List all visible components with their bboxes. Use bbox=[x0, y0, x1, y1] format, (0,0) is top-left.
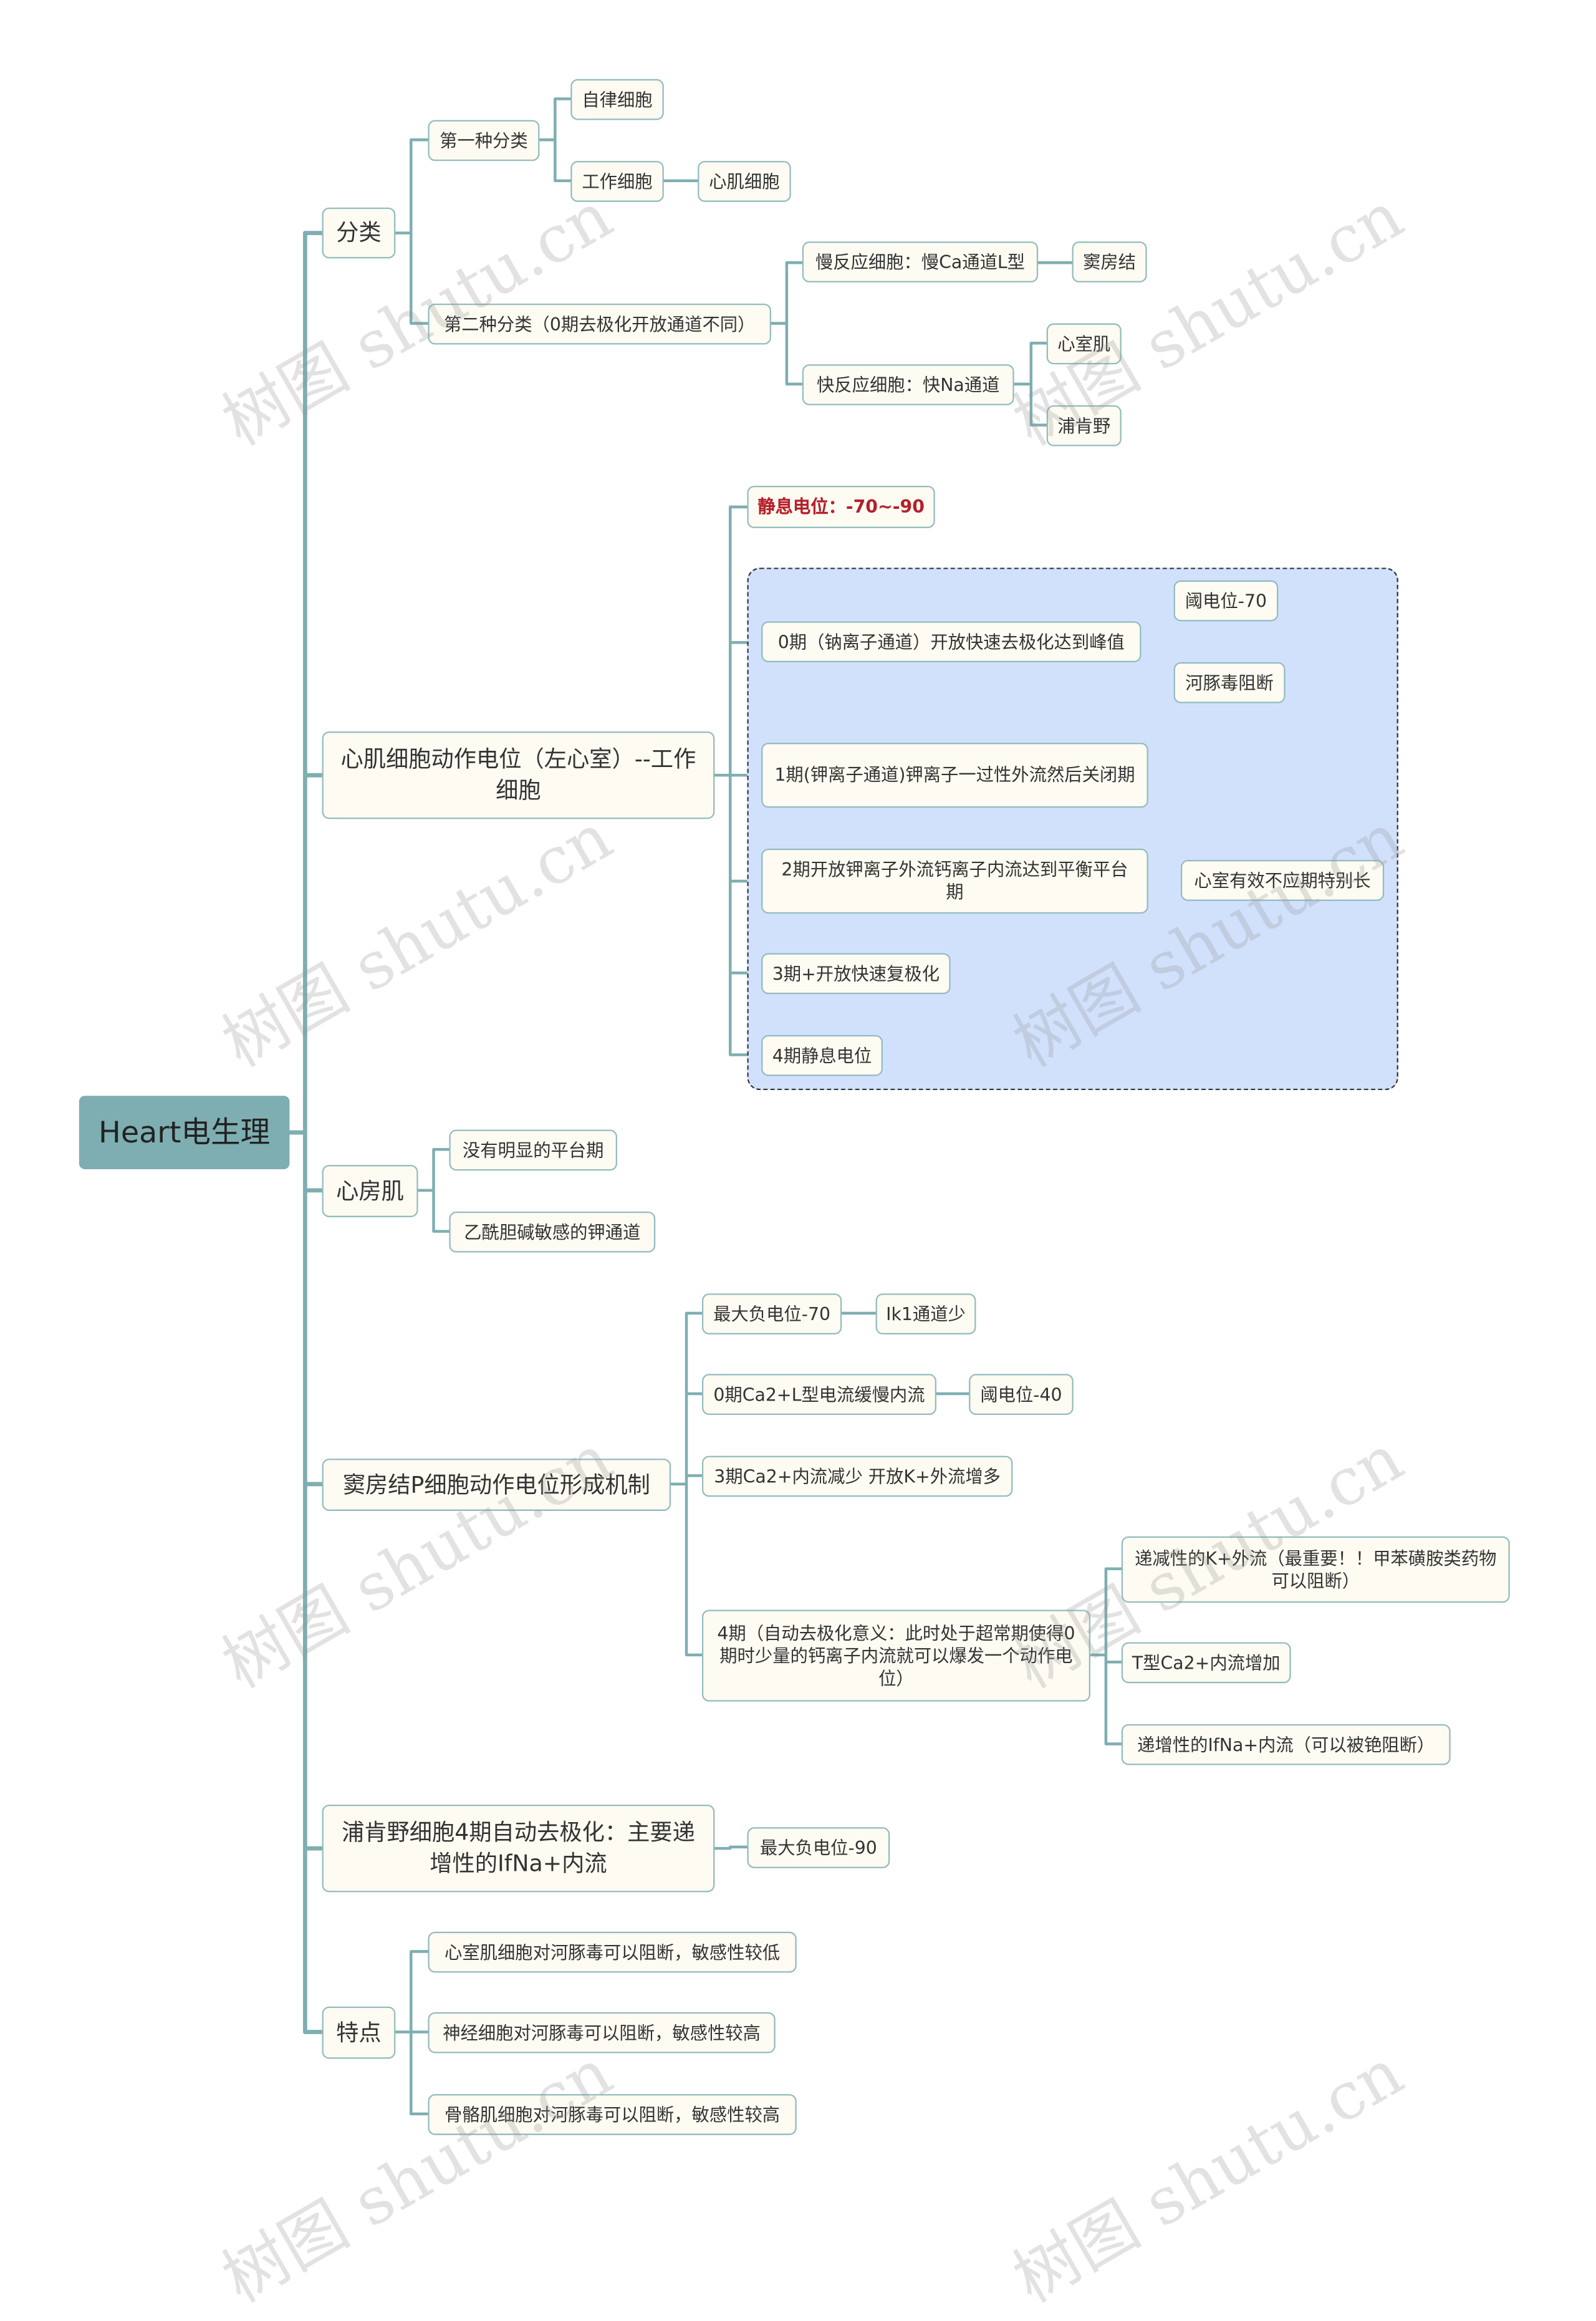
node-no-plateau[interactable]: 没有明显的平台期 bbox=[449, 1129, 618, 1171]
node-phase-3[interactable]: 3期+开放快速复极化 bbox=[761, 953, 951, 995]
connector-line bbox=[394, 138, 430, 325]
node-phase0-ca-influx[interactable]: 0期Ca2+L型电流缓慢内流 bbox=[701, 1374, 937, 1415]
connector-line bbox=[769, 261, 804, 386]
node-sinoatrial-node[interactable]: 窦房结 bbox=[1072, 241, 1147, 282]
node-threshold-70[interactable]: 阈电位-70 bbox=[1173, 580, 1279, 622]
node-ach-potassium-channel[interactable]: 乙酰胆碱敏感的钾通道 bbox=[449, 1211, 656, 1253]
node-increasing-if-na[interactable]: 递增性的IfNa+内流（可以被铯阻断） bbox=[1121, 1724, 1451, 1765]
connector-line bbox=[1089, 1567, 1123, 1745]
node-working-cell[interactable]: 工作细胞 bbox=[570, 161, 664, 202]
node-t-type-ca[interactable]: T型Ca2+内流增加 bbox=[1121, 1642, 1291, 1684]
node-classification[interactable]: 分类 bbox=[322, 207, 396, 259]
connector-line bbox=[713, 1845, 749, 1850]
node-action-potential[interactable]: 心肌细胞动作电位（左心室）--工作细胞 bbox=[322, 731, 715, 819]
node-autorhythmic-cell[interactable]: 自律细胞 bbox=[570, 79, 664, 120]
node-ventricular-ttx[interactable]: 心室肌细胞对河豚毒可以阻断，敏感性较低 bbox=[428, 1931, 797, 1973]
node-phase4-automaticity[interactable]: 4期（自动去极化意义：此时处于超常期使得0期时少量的钙离子内流就可以爆发一个动作… bbox=[701, 1609, 1090, 1702]
node-max-negative-90[interactable]: 最大负电位-90 bbox=[747, 1827, 890, 1868]
node-resting-potential[interactable]: 静息电位：-70~-90 bbox=[747, 485, 935, 528]
node-myocardial-cell[interactable]: 心肌细胞 bbox=[698, 161, 791, 202]
node-phase-4[interactable]: 4期静息电位 bbox=[761, 1035, 883, 1076]
node-features[interactable]: 特点 bbox=[322, 2006, 396, 2059]
connector-line bbox=[416, 1147, 451, 1233]
node-purkinje[interactable]: 浦肯野 bbox=[1046, 405, 1122, 446]
node-neuron-ttx[interactable]: 神经细胞对河豚毒可以阻断，敏感性较高 bbox=[428, 2012, 776, 2053]
node-skeletal-ttx[interactable]: 骨骼肌细胞对河豚毒可以阻断，敏感性较高 bbox=[428, 2094, 797, 2135]
node-phase3-ca-k[interactable]: 3期Ca2+内流减少 开放K+外流增多 bbox=[701, 1455, 1013, 1497]
node-threshold-40[interactable]: 阈电位-40 bbox=[969, 1374, 1074, 1415]
connector-line bbox=[713, 505, 763, 1056]
root-node[interactable]: Heart电生理 bbox=[79, 1096, 290, 1169]
node-first-classification[interactable]: 第一种分类 bbox=[428, 120, 540, 162]
node-phase-1[interactable]: 1期(钾离子通道)钾离子一过性外流然后关闭期 bbox=[761, 743, 1148, 808]
node-purkinje-phase4[interactable]: 浦肯野细胞4期自动去极化：主要递增性的IfNa+内流 bbox=[322, 1804, 715, 1893]
connector-lines bbox=[287, 97, 1183, 2116]
node-atrial-muscle[interactable]: 心房肌 bbox=[322, 1165, 418, 1217]
node-tetrodotoxin-block[interactable]: 河豚毒阻断 bbox=[1173, 662, 1286, 703]
node-long-refractory-period[interactable]: 心室有效不应期特别长 bbox=[1180, 860, 1385, 901]
node-phase-2[interactable]: 2期开放钾离子外流钙离子内流达到平衡平台期 bbox=[761, 848, 1148, 914]
node-fast-response-cell[interactable]: 快反应细胞：快Na通道 bbox=[802, 364, 1014, 405]
node-ventricular-muscle[interactable]: 心室肌 bbox=[1046, 323, 1122, 365]
connector-line bbox=[1012, 341, 1048, 427]
node-slow-response-cell[interactable]: 慢反应细胞：慢Ca通道L型 bbox=[802, 241, 1039, 282]
node-phase-0[interactable]: 0期（钠离子通道）开放快速去极化达到峰值 bbox=[761, 621, 1142, 663]
node-second-classification[interactable]: 第二种分类（0期去极化开放通道不同） bbox=[428, 303, 771, 345]
node-ik1-few[interactable]: Ik1通道少 bbox=[875, 1293, 976, 1334]
node-sinoatrial-p-cell[interactable]: 窦房结P细胞动作电位形成机制 bbox=[322, 1459, 671, 1511]
connector-line bbox=[538, 97, 572, 183]
mind-map-canvas: Heart电生理 分类 第一种分类 自律细胞 工作细胞 心肌细胞 第二种分类（0… bbox=[79, 79, 1510, 2317]
node-decreasing-k-efflux[interactable]: 递减性的K+外流（最重要！！甲苯磺胺类药物可以阻断） bbox=[1121, 1536, 1510, 1603]
connector-line bbox=[669, 1311, 704, 1657]
connector-line bbox=[394, 1950, 430, 2116]
node-max-negative-70[interactable]: 最大负电位-70 bbox=[701, 1293, 842, 1334]
connector-line bbox=[287, 231, 324, 2034]
